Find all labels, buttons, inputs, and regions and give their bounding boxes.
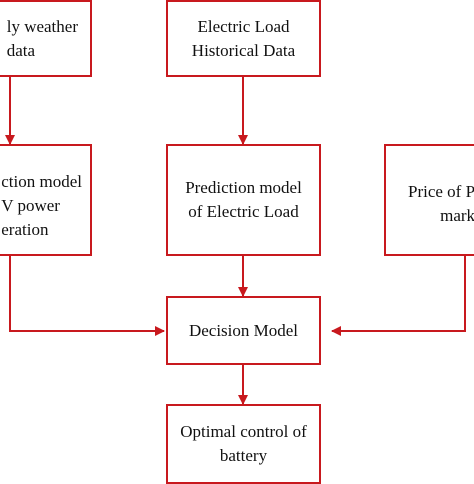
pv-power-prediction-model-line-3: eration [1, 220, 49, 239]
electric-load-prediction-model-line-2: of Electric Load [188, 202, 299, 221]
weather-data-box: ly weather data [0, 0, 92, 77]
pv-power-prediction-model-box: ction model V power eration [0, 144, 92, 256]
weather-data-line-1: ly weather [6, 17, 78, 36]
arrow-price-to-decision [331, 256, 466, 336]
price-market-line-2: mark [440, 206, 474, 225]
electric-load-historical-data-box: Electric Load Historical Data [166, 0, 321, 77]
connector-layer [5, 77, 466, 405]
decision-model-label: Decision Model [188, 320, 299, 340]
arrow-pv-model-to-decision [9, 256, 165, 336]
price-market-box: Price of P mark [384, 144, 474, 256]
electric-load-prediction-model-box: Prediction model of Electric Load [166, 144, 321, 256]
optimal-battery-control-line-1: Optimal control of [180, 422, 307, 441]
optimal-battery-control-line-2: battery [219, 446, 268, 465]
electric-load-historical-data-line-1: Electric Load [197, 17, 290, 36]
price-market-line-1: Price of P [408, 182, 474, 201]
pv-power-prediction-model-line-2: V power [1, 196, 60, 215]
pv-power-prediction-model-line-1: ction model [1, 172, 82, 191]
weather-data-line-2: data [6, 41, 36, 60]
decision-model-box: Decision Model [166, 296, 321, 365]
electric-load-prediction-model-line-1: Prediction model [185, 178, 302, 197]
optimal-battery-control-box: Optimal control of battery [166, 404, 321, 484]
electric-load-historical-data-line-2: Historical Data [191, 41, 296, 60]
